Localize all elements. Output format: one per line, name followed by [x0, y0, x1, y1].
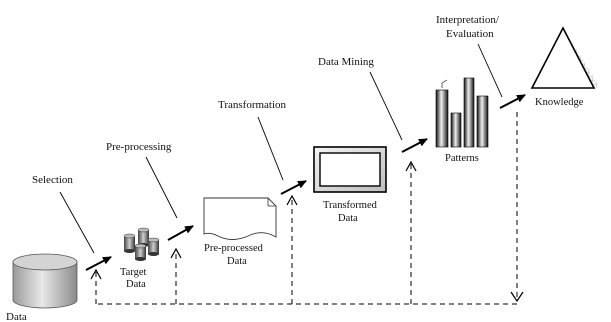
feedback-arrowhead-transformed [405, 160, 417, 172]
step-label-interpretation-line2: Evaluation [446, 28, 494, 40]
leader-line-transformation [257, 116, 284, 181]
feedback-arrowhead-data [90, 268, 102, 280]
arrow-patterns-to-knowledge [499, 94, 526, 109]
stage-label-patterns: Patterns [445, 153, 479, 164]
stage-label-transformed-line1: Transformed [323, 200, 378, 211]
feedback-arrowhead-preprocessed [286, 194, 298, 206]
step-label-selection: Selection [32, 174, 73, 186]
arrow-transformed-to-patterns [401, 138, 428, 153]
stage-label-data: Data [6, 311, 27, 322]
step-label-preprocessing: Pre-processing [106, 141, 172, 153]
knowledge-triangle-icon [530, 26, 600, 89]
stage-label-knowledge: Knowledge [535, 97, 584, 108]
leader-line-data-mining [369, 71, 403, 141]
flow-arrows [85, 94, 526, 271]
step-leader-lines [59, 43, 503, 254]
arrow-data-to-target [85, 256, 112, 271]
stage-label-target-data-line2: Data [126, 279, 146, 290]
target-data-icon [123, 227, 160, 261]
feedback-arrowhead-target [170, 247, 182, 259]
step-label-transformation: Transformation [218, 99, 287, 111]
leader-line-interpretation [477, 43, 503, 98]
leader-line-preprocessing [145, 156, 178, 219]
feedback-loop [95, 112, 518, 305]
arrow-preprocessed-to-transformed [280, 180, 307, 195]
data-database-icon [12, 253, 78, 309]
step-label-data-mining: Data Mining [318, 56, 374, 68]
transformed-data-frame-icon [313, 146, 387, 193]
arrow-target-to-preprocessed [167, 225, 194, 241]
stage-label-transformed-line2: Data [338, 213, 358, 224]
patterns-bars-icon [435, 77, 489, 148]
stage-label-preprocessed-line2: Data [227, 256, 247, 267]
feedback-arrowheads [90, 160, 524, 303]
preprocessed-document-icon [203, 197, 277, 240]
stage-label-preprocessed-line1: Pre-processed [204, 243, 264, 254]
leader-line-selection [59, 191, 95, 254]
step-label-interpretation-line1: Interpretation/ [436, 14, 500, 26]
stage-label-target-data-line1: Target [120, 267, 147, 278]
feedback-arrowhead-down [510, 291, 524, 303]
